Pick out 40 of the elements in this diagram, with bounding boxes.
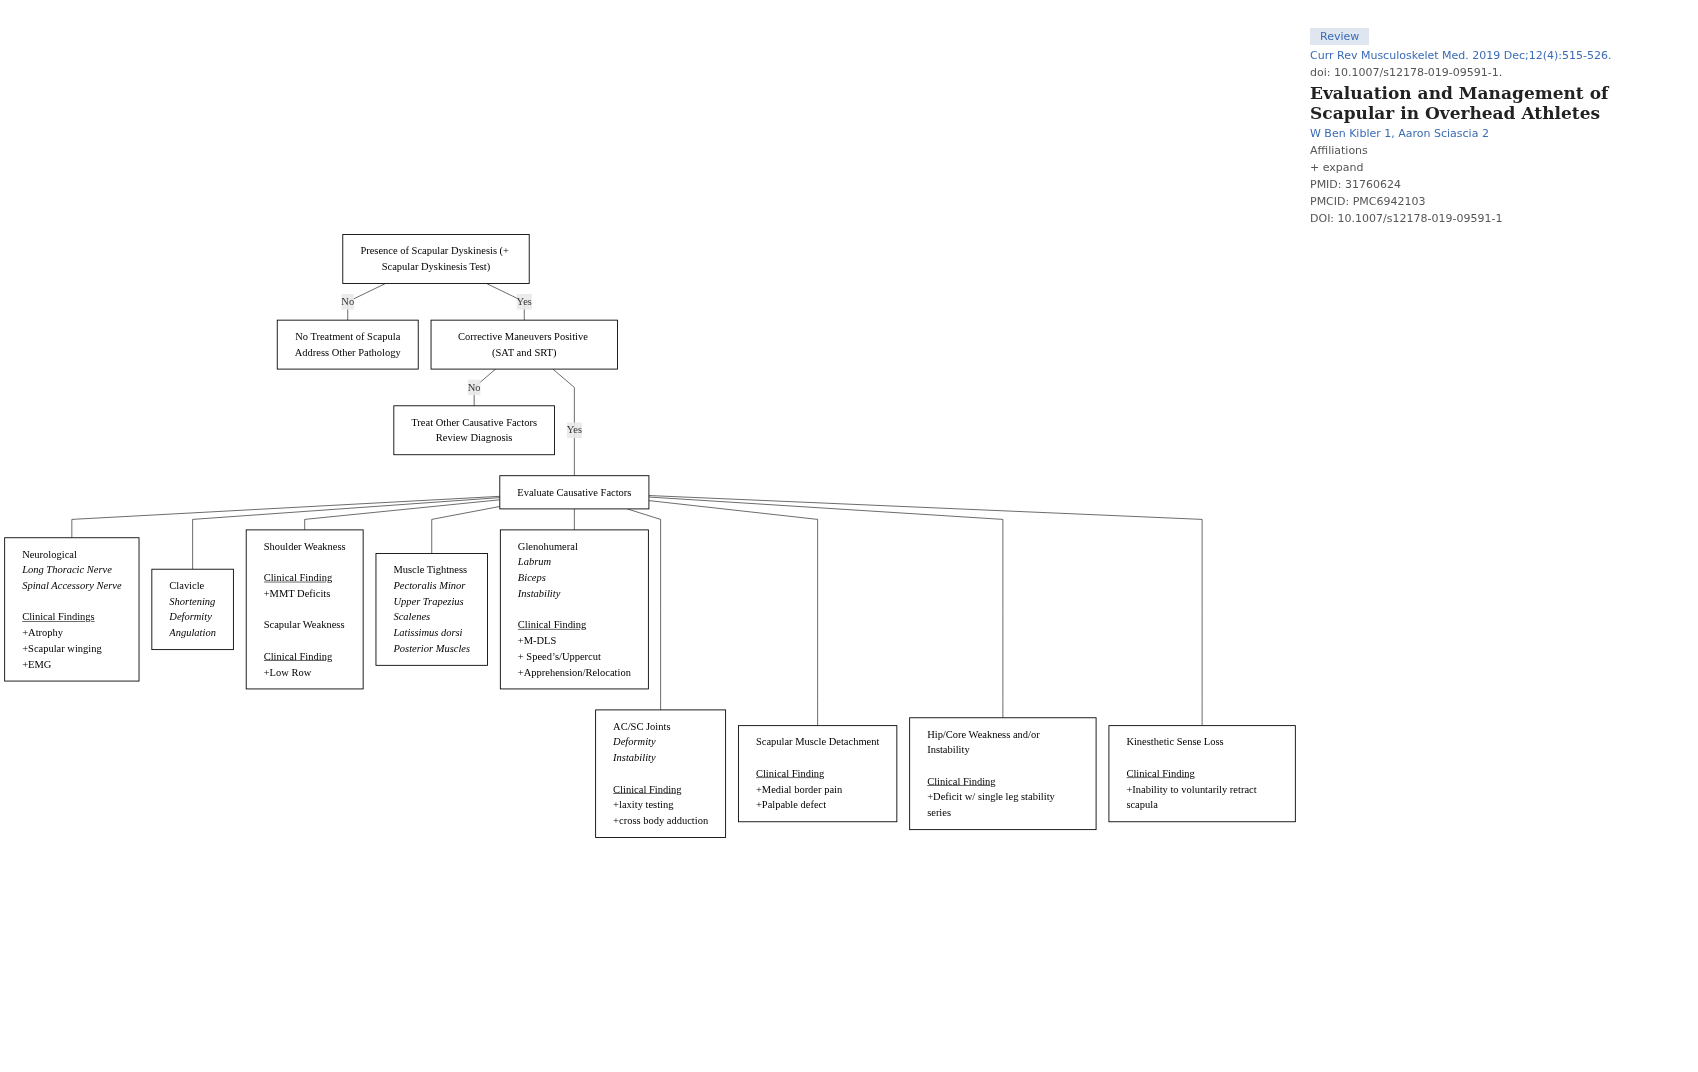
article-title: Evaluation and Management of Scapular in Overhead Athletes: [1310, 83, 1609, 123]
node-box: AC/SC Joints Deformity Instability Clinical Finding +laxity testing +cross body adduction: [595, 709, 727, 838]
connector: [574, 508, 575, 531]
node-box: Glenohumeral Labrum Biceps Instability Clinical Finding +M-DLS + Speed’s/Uppercut +Apprehension/Relocation: [499, 529, 649, 690]
connector: [71, 496, 501, 539]
doi-link: DOI: 10.1007/s12178-019-09591-1: [1310, 212, 1503, 225]
connector: [648, 496, 1004, 719]
node-box: Scapular Muscle Detachment Clinical Finding +Medial border pain +Palpable defect: [738, 725, 898, 823]
expand-link: + expand: [1310, 161, 1364, 174]
connector: [347, 283, 386, 321]
affiliations-label: Affiliations: [1310, 144, 1368, 157]
pmcid-text: PMCID: PMC6942103: [1310, 195, 1426, 208]
node-box: Muscle Tightness Pectoralis Minor Upper Trapezius Scalenes Latissimus dorsi Posterior Muscles: [375, 553, 488, 666]
author-list: W Ben Kibler 1, Aaron Sciascia 2: [1310, 127, 1489, 140]
node-box: Hip/Core Weakness and/or Instability Clinical Finding +Deficit w/ single leg stability series: [909, 717, 1097, 831]
connector: [473, 368, 496, 407]
node-box: No Treatment of Scapula Address Other Pathology: [276, 319, 419, 370]
node-box: Shoulder Weakness Clinical Finding +MMT Deficits Scapular Weakness Clinical Finding +Low Row: [245, 529, 364, 690]
connector: [431, 506, 501, 554]
connector: [486, 283, 525, 321]
node-box: Treat Other Causative Factors Review Diagnosis: [393, 405, 555, 456]
edge-label: Yes: [516, 295, 532, 308]
node-box: Neurological Long Thoracic Nerve Spinal Accessory Nerve Clinical Findings +Atrophy +Scapular winging +EMG: [4, 537, 140, 682]
node-box: Presence of Scapular Dyskinesis (+ Scapular Dyskinesis Test): [342, 234, 530, 284]
edge-label: No: [467, 381, 481, 393]
connector: [304, 499, 501, 531]
node-box: Kinesthetic Sense Loss Clinical Finding +Inability to voluntarily retract scapula: [1108, 725, 1296, 823]
connector: [552, 368, 575, 476]
pmid-text: PMID: 31760624: [1310, 178, 1402, 191]
connector: [648, 500, 818, 726]
connector: [648, 495, 1203, 726]
connector: [192, 497, 501, 570]
edge-label: No: [341, 295, 355, 308]
journal-citation: Curr Rev Musculoskelet Med. 2019 Dec;12(4):515-526.: [1310, 49, 1612, 62]
doi-text: doi: 10.1007/s12178-019-09591-1.: [1310, 66, 1503, 79]
edge-label: Yes: [566, 424, 582, 436]
node-box: Corrective Maneuvers Positive (SAT and SRT): [430, 319, 618, 370]
node-box: Clavicle Shortening Deformity Angulation: [151, 568, 234, 651]
article-type-tag: Review: [1310, 28, 1370, 45]
node-box: Evaluate Causative Factors: [499, 475, 650, 510]
